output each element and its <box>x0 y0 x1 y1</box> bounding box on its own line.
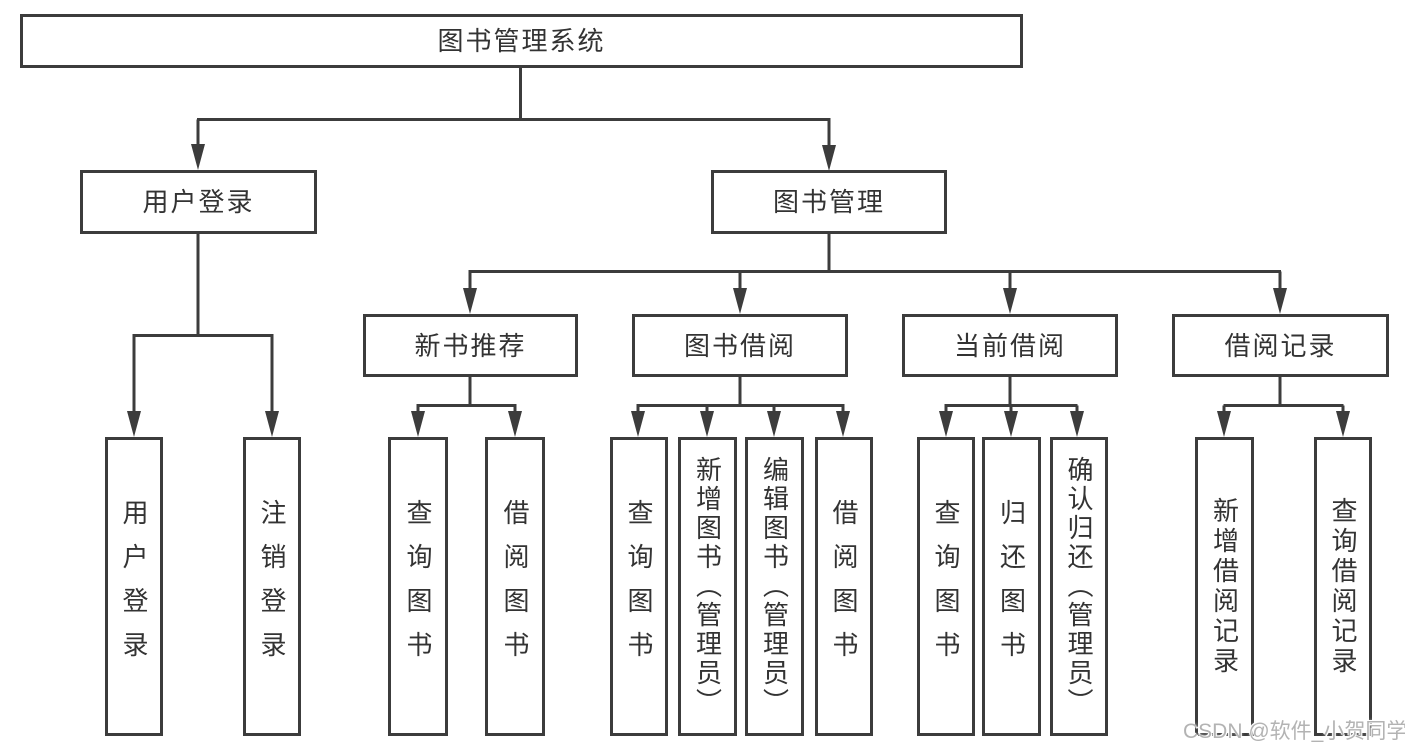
node-borrow-records: 借阅记录 <box>1172 314 1389 377</box>
arrowhead-icon <box>127 411 279 437</box>
node-new-book-recommend: 新书推荐 <box>363 314 578 377</box>
leaf-borrow-query-books: 查询图书 <box>610 437 668 736</box>
leaf-borrow-borrow-books: 借阅图书 <box>815 437 873 736</box>
node-library-management-system: 图书管理系统 <box>20 14 1023 68</box>
connector-root-to-level2 <box>191 68 836 171</box>
connector-new-book-to-leaves <box>411 377 522 437</box>
arrowhead-icon <box>939 411 1084 437</box>
leaf-borrow-edit-books-admin: 编辑图书（管理员） <box>745 437 804 736</box>
node-book-management: 图书管理 <box>711 170 947 234</box>
connector-book-borrow-to-leaves <box>631 377 850 437</box>
leaf-records-add-record: 新增借阅记录 <box>1195 437 1254 736</box>
leaf-current-return-books: 归还图书 <box>982 437 1041 736</box>
connector-current-borrow-to-leaves <box>939 377 1084 437</box>
leaf-current-confirm-return-admin: 确认归还（管理员） <box>1050 437 1108 736</box>
watermark-text: CSDN @软件_小贺同学 <box>1183 720 1405 743</box>
leaf-current-query-books: 查询图书 <box>917 437 975 736</box>
connector-user-login-to-leaves <box>127 233 279 437</box>
arrowhead-icon <box>1217 411 1350 437</box>
leaf-newbook-query-books: 查询图书 <box>388 437 448 736</box>
leaf-borrow-add-books-admin: 新增图书（管理员） <box>678 437 737 736</box>
leaf-logout: 注销登录 <box>243 437 301 736</box>
arrowhead-icon <box>631 411 850 437</box>
connector-borrow-records-to-leaves <box>1217 377 1350 437</box>
arrowhead-icon <box>191 144 836 171</box>
node-current-borrow: 当前借阅 <box>902 314 1118 377</box>
arrowhead-icon <box>463 288 1287 314</box>
connector-book-management-to-level3 <box>463 234 1287 314</box>
arrowhead-icon <box>411 411 522 437</box>
node-user-login: 用户登录 <box>80 170 317 234</box>
node-book-borrow: 图书借阅 <box>632 314 848 377</box>
leaf-records-query-record: 查询借阅记录 <box>1314 437 1372 736</box>
leaf-newbook-borrow-books: 借阅图书 <box>485 437 545 736</box>
leaf-user-login: 用户登录 <box>105 437 163 736</box>
